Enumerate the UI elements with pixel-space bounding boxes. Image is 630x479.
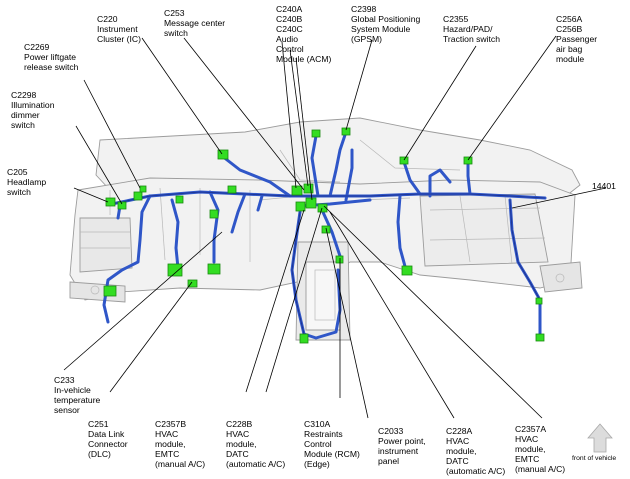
label-c2269: C2269 Power liftgate release switch xyxy=(24,42,79,72)
label-c2357b: C2357B HVAC module, EMTC (manual A/C) xyxy=(155,419,206,469)
label-c251: C251 Data Link Connector (DLC) xyxy=(88,419,128,459)
label-c205: C205 Headlamp switch xyxy=(7,167,47,197)
label-c253: C253 Message center switch xyxy=(164,8,226,38)
label-c2355: C2355 Hazard/PAD/ Traction switch xyxy=(443,14,500,44)
front-of-vehicle-label: front of vehicle xyxy=(572,455,617,462)
panel-details xyxy=(80,139,565,321)
label-c2357a: C2357A HVAC module, EMTC (manual A/C) xyxy=(515,424,566,474)
leader-lines xyxy=(63,35,607,419)
label-c228a: C228A HVAC module, DATC (automatic A/C) xyxy=(446,426,506,476)
label-c310a: C310A Restraints Control Module (RCM) (E… xyxy=(304,419,360,469)
front-of-vehicle-arrow-icon xyxy=(587,423,613,453)
label-c2298: C2298 Illumination dimmer switch xyxy=(11,90,55,130)
label-14401: 14401 xyxy=(592,181,616,191)
label-c220: C220 Instrument Cluster (IC) xyxy=(97,14,141,44)
label-c228b: C228B HVAC module, DATC (automatic A/C) xyxy=(226,419,286,469)
label-c240: C240A C240B C240C Audio Control Module (… xyxy=(276,4,332,64)
instrument-panel-frame xyxy=(69,117,583,341)
label-c2033: C2033 Power point, instrument panel xyxy=(378,426,426,466)
label-c256: C256A C256B Passenger air bag module xyxy=(556,14,598,64)
label-c233: C233 In-vehicle temperature sensor xyxy=(54,375,101,415)
label-c2398: C2398 Global Positioning System Module (… xyxy=(351,4,421,44)
connectors xyxy=(103,127,545,344)
